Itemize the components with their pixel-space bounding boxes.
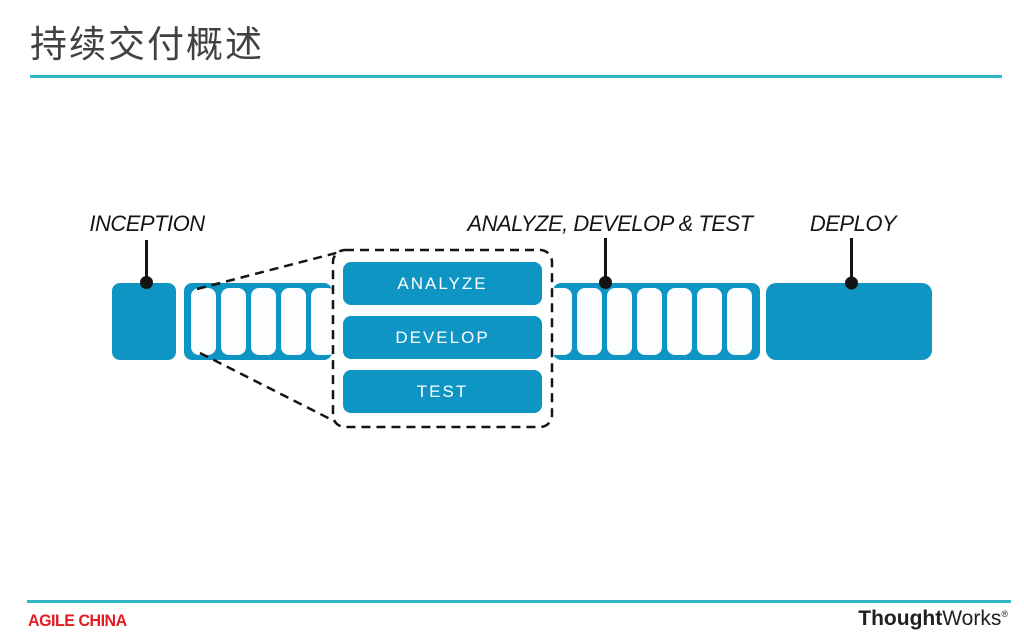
deploy-block xyxy=(766,283,932,360)
inception-block xyxy=(112,283,176,360)
analyze-step: ANALYZE xyxy=(343,262,542,305)
bar-segment xyxy=(577,288,602,355)
develop-step: DEVELOP xyxy=(343,316,542,359)
registered-mark: ® xyxy=(1001,609,1008,619)
thoughtworks-logo-bold: Thought xyxy=(858,607,943,630)
header-divider xyxy=(30,75,1002,78)
label-deploy: DEPLOY xyxy=(809,211,897,236)
page-title: 持续交付概述 xyxy=(30,24,264,65)
lens-line-top xyxy=(196,250,341,291)
thoughtworks-logo-regular: Works xyxy=(942,607,1002,630)
footer-divider xyxy=(27,600,1011,603)
bar-segment xyxy=(281,288,306,355)
bar-segment xyxy=(553,288,572,355)
callout-steps: ANALYZE DEVELOP TEST xyxy=(343,262,542,413)
pipeline-bar-right xyxy=(553,283,760,360)
bar-segment xyxy=(191,288,216,355)
label-inception: INCEPTION xyxy=(89,211,205,236)
lens-line-bottom xyxy=(199,351,341,426)
label-analyze-develop-test: ANALYZE, DEVELOP & TEST xyxy=(467,211,753,236)
bar-segment xyxy=(667,288,692,355)
bar-segment xyxy=(251,288,276,355)
agile-china-logo: AGILE CHINA xyxy=(28,611,127,630)
bar-segment xyxy=(697,288,722,355)
bar-segment xyxy=(607,288,632,355)
bar-segment xyxy=(727,288,752,355)
test-step: TEST xyxy=(343,370,542,413)
connector-dot-deploy xyxy=(845,276,858,290)
pipeline-bar-left xyxy=(184,283,332,360)
thoughtworks-logo: ThoughtWorks® xyxy=(858,607,1008,631)
bar-segment xyxy=(311,288,332,355)
connector-dot-middle xyxy=(599,276,612,289)
connector-dot-inception xyxy=(140,276,153,289)
bar-segment xyxy=(221,288,246,355)
bar-segment xyxy=(637,288,662,355)
